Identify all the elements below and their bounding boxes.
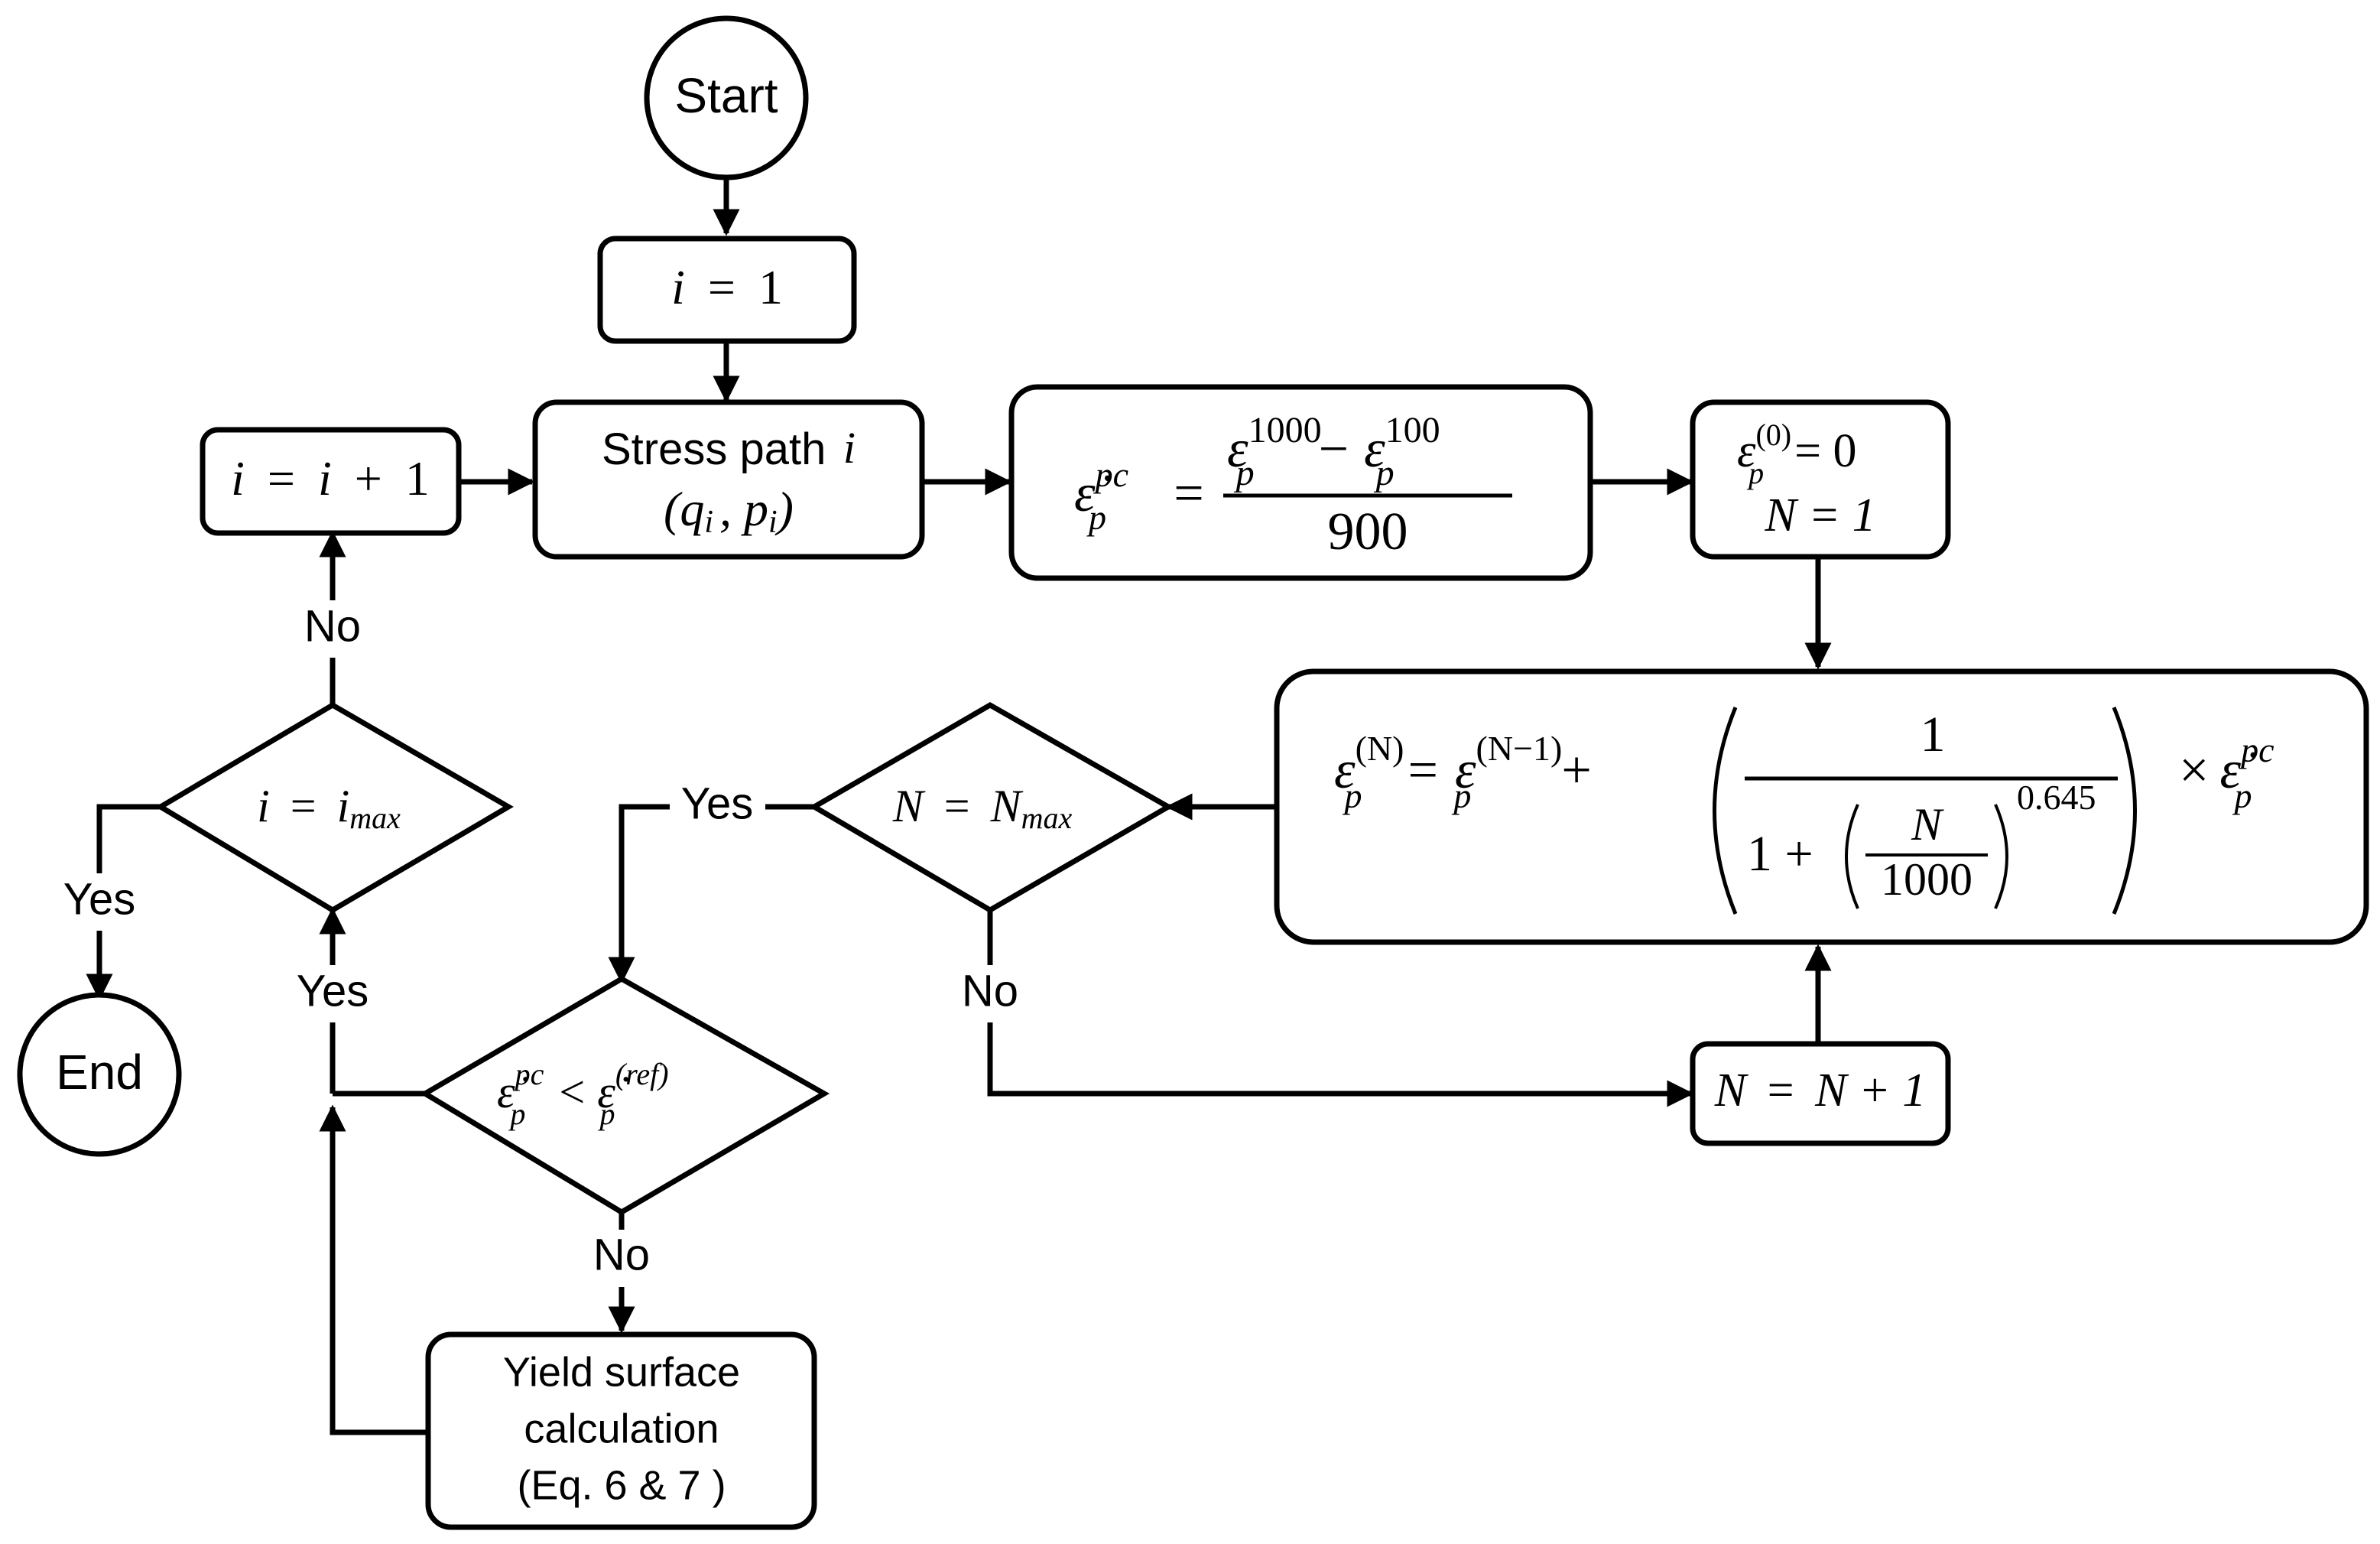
- decision-i-max: i = imax: [155, 701, 514, 914]
- init-eps-node: ε(0)p= 0 N = 1: [1690, 399, 1951, 560]
- increment-i-expression: i = i + 1: [231, 451, 430, 505]
- label-yes-N: Yes: [681, 779, 754, 828]
- yield-surface-node: Yield surface calculation (Eq. 6 & 7 ): [425, 1331, 817, 1530]
- label-no-i: No: [304, 601, 361, 651]
- init-eps-line2: N = 1: [1764, 489, 1875, 541]
- rate-denominator: 900: [1328, 502, 1408, 561]
- decision-N-max-label: N = Nmax: [892, 781, 1073, 835]
- label-no-rate: No: [593, 1230, 650, 1279]
- main-inner-numerator: N: [1911, 799, 1944, 850]
- start-label: Start: [674, 68, 778, 123]
- rate-equals: =: [1174, 464, 1203, 523]
- stress-path-title: Stress path i: [602, 423, 856, 474]
- main-den-one: 1 +: [1747, 826, 1813, 882]
- arrow-yield-back: [319, 1104, 428, 1435]
- init-i-node: i = 1: [597, 236, 857, 344]
- increment-N-node: N = N + 1: [1690, 1041, 1951, 1146]
- end-label: End: [56, 1045, 143, 1100]
- label-no-N: No: [962, 966, 1018, 1016]
- decision-i-max-label: i = imax: [257, 781, 401, 835]
- edge-labels: No Yes Yes Yes No No: [54, 600, 1028, 1287]
- start-node: Start: [644, 15, 809, 180]
- yield-line2: calculation: [524, 1406, 719, 1451]
- label-yes-rate: Yes: [297, 966, 369, 1016]
- decision-N-max: N = Nmax: [809, 701, 1174, 914]
- init-i-expression: i = 1: [671, 260, 783, 314]
- main-inner-left-paren: [1845, 804, 1859, 909]
- yield-line3: (Eq. 6 & 7 ): [517, 1462, 726, 1508]
- label-yes-i: Yes: [63, 874, 136, 924]
- main-right-paren: [2112, 707, 2137, 915]
- stress-path-node: Stress path i (qi, pi): [532, 399, 925, 560]
- stress-path-coords: (qi, pi): [664, 482, 794, 540]
- main-inner-denominator: 1000: [1881, 854, 1973, 905]
- end-node: End: [17, 992, 182, 1157]
- main-exponent: 0.645: [2017, 778, 2096, 817]
- increment-N-expression: N = N + 1: [1714, 1065, 1927, 1117]
- arrow-cond-i-yes: [86, 804, 161, 1001]
- increment-i-node: i = i + 1: [200, 427, 462, 536]
- main-left-paren: [1713, 707, 1738, 915]
- main-lhs: ε(N)p=ε(N−1)p+: [1334, 729, 1592, 815]
- main-frac-numerator: 1: [1921, 707, 1946, 762]
- yield-line1: Yield surface: [503, 1349, 740, 1395]
- main-inner-right-paren: [1994, 804, 2008, 909]
- init-eps-line1: ε(0)p= 0: [1737, 418, 1857, 490]
